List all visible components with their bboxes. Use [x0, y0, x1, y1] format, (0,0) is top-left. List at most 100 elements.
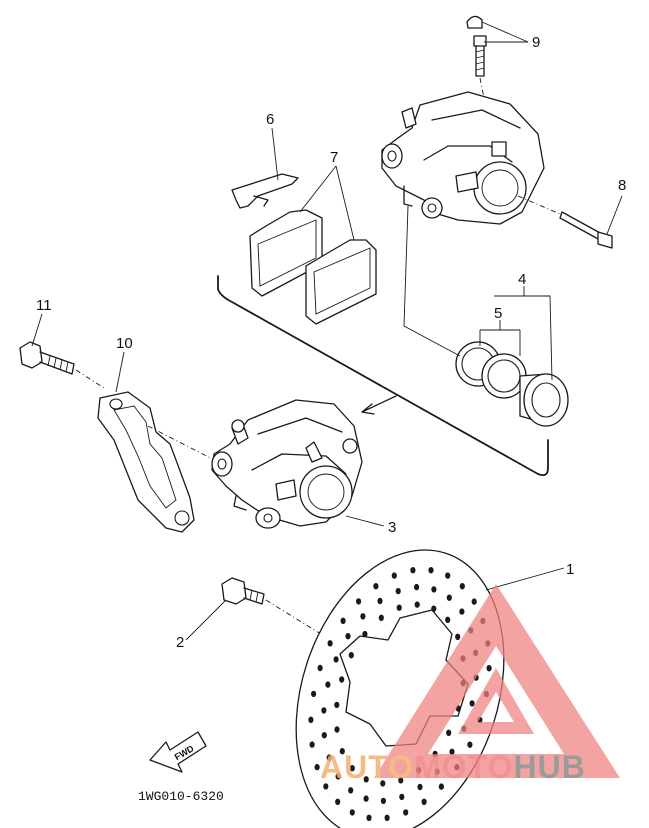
disc-hole: [377, 597, 383, 605]
disc-hole: [384, 814, 390, 821]
callout-9: 9: [532, 34, 540, 51]
disc-hole: [431, 605, 437, 612]
disc-hole: [356, 598, 362, 605]
disc-hole: [334, 726, 340, 733]
disc-hole: [410, 567, 416, 574]
disc-hole: [398, 777, 404, 784]
disc-hole: [362, 630, 368, 638]
part-4-piston: [519, 373, 569, 427]
disc-hole: [380, 780, 386, 787]
part-3-caliper-assembly: [211, 399, 363, 529]
leader-9a: [481, 21, 529, 43]
disc-hole: [363, 776, 369, 783]
leader-2: [185, 599, 227, 641]
leader-6: [271, 127, 279, 181]
leader-8: [606, 195, 623, 235]
disc-hole: [308, 716, 314, 723]
part-9-bleed-screw: [466, 15, 495, 149]
disc-hole: [321, 707, 327, 714]
disc-hole: [403, 809, 409, 816]
disc-hole: [339, 676, 345, 683]
disc-hole: [326, 754, 332, 761]
disc-hole: [339, 748, 345, 755]
assembly-guide-line: [403, 205, 461, 357]
leader-7a: [299, 165, 337, 213]
callout-8: 8: [618, 177, 626, 194]
callout-1: 1: [566, 561, 574, 578]
disc-hole: [317, 664, 323, 672]
disc-hole: [395, 587, 401, 595]
watermark-logo: AUTOMOTOHUB: [320, 584, 620, 785]
drawing-code: 1WG010-6320: [138, 789, 224, 804]
leader-7b: [335, 165, 355, 241]
disc-hole: [399, 793, 405, 801]
disc-hole: [459, 583, 465, 590]
watermark-part2: MOTO: [414, 749, 513, 785]
disc-hole: [417, 783, 423, 791]
disc-hole: [349, 809, 355, 816]
disc-hole: [414, 583, 420, 591]
watermark-part3: HUB: [513, 749, 585, 785]
watermark-triangle-icon: [374, 584, 620, 778]
disc-hole: [345, 633, 351, 640]
disc-hole: [366, 814, 372, 821]
watermark-inner-triangle-icon: [458, 668, 534, 734]
disc-hole: [445, 572, 451, 579]
leader-4: [494, 286, 553, 381]
part-6-pad-spring: [231, 173, 299, 209]
part-8-bolt: [559, 211, 613, 249]
upper-caliper-detail: [381, 91, 561, 225]
disc-hole: [414, 601, 420, 608]
disc-hole: [471, 598, 477, 605]
disc-hole: [467, 741, 473, 748]
disc-hole: [335, 773, 341, 780]
disc-hole: [446, 729, 452, 736]
disc-hole: [455, 633, 461, 640]
disc-hole: [373, 583, 379, 590]
disc-hole: [446, 594, 452, 601]
disc-hole: [360, 613, 366, 620]
callout-6: 6: [266, 111, 274, 128]
disc-hole: [445, 616, 451, 623]
disc-hole: [438, 783, 444, 790]
forward-arrow-icon: [149, 731, 207, 773]
watermark-part1: AUTO: [320, 749, 414, 785]
detail-group-frame: [217, 275, 549, 477]
callout-2: 2: [176, 634, 184, 651]
callout-3: 3: [388, 519, 396, 536]
disc-hole: [428, 567, 434, 574]
disc-hole: [348, 787, 354, 794]
disc-hole: [311, 690, 317, 698]
leader-11: [31, 313, 43, 347]
callout-5: 5: [494, 305, 502, 322]
disc-hole: [309, 741, 315, 748]
disc-hole: [348, 652, 354, 659]
disc-hole: [378, 614, 384, 621]
callout-11: 11: [36, 297, 52, 314]
disc-hole: [349, 765, 355, 772]
leader-10: [115, 351, 125, 393]
leader-5: [479, 320, 521, 356]
disc-hole: [327, 640, 333, 647]
disc-hole: [391, 572, 397, 579]
disc-hole: [340, 617, 346, 624]
leader-3: [345, 515, 385, 527]
disc-hole: [449, 748, 455, 755]
part-5-seals: [455, 341, 527, 399]
disc-hole: [396, 604, 402, 611]
disc-hole: [459, 608, 465, 615]
callout-4: 4: [518, 271, 526, 288]
disc-hole: [314, 763, 320, 771]
disc-hole: [421, 798, 427, 805]
part-10-caliper-bracket: [97, 391, 227, 533]
disc-hole: [321, 732, 327, 739]
disc-hole: [334, 701, 340, 709]
callout-7: 7: [330, 149, 338, 166]
disc-hole: [323, 783, 329, 790]
forward-direction-indicator: FWD: [149, 731, 207, 773]
disc-hole: [363, 795, 369, 802]
svg-text:AUTOMOTOHUB: AUTOMOTOHUB: [320, 749, 586, 785]
disc-hole: [380, 797, 386, 805]
part-11-bolt: [19, 341, 105, 389]
disc-hole: [469, 700, 475, 707]
